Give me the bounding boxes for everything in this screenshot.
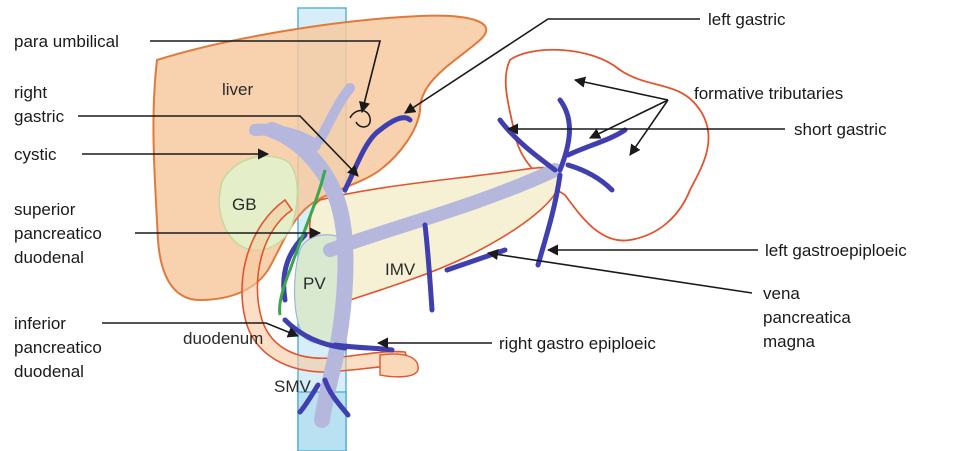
label-cystic: cystic bbox=[14, 145, 57, 164]
organ-label-liver: liver bbox=[222, 80, 254, 99]
organ-label-pv: PV bbox=[303, 274, 326, 293]
label-right-gastric-2: gastric bbox=[14, 107, 65, 126]
duodenum-tail bbox=[380, 354, 418, 377]
spleen-vein-branch-2 bbox=[568, 130, 625, 155]
label-superior-pd-3: duodenal bbox=[14, 248, 84, 267]
label-superior-pd-2: pancreatico bbox=[14, 224, 102, 243]
organ-label-smv: SMV bbox=[274, 377, 312, 396]
label-vena-pm-1: vena bbox=[763, 284, 800, 303]
label-inferior-pd-2: pancreatico bbox=[14, 338, 102, 357]
label-right-gastric-1: right bbox=[14, 83, 47, 102]
label-inferior-pd-1: inferior bbox=[14, 314, 66, 333]
label-superior-pd-1: superior bbox=[14, 200, 76, 219]
label-para-umbilical: para umbilical bbox=[14, 32, 119, 51]
organ-label-imv: IMV bbox=[385, 260, 416, 279]
organ-label-gb: GB bbox=[232, 195, 257, 214]
spleen-vein-branch-3 bbox=[568, 165, 612, 190]
label-left-gastric: left gastric bbox=[708, 10, 786, 29]
organ-label-duodenum: duodenum bbox=[183, 329, 263, 348]
pointer-formative-3 bbox=[630, 100, 668, 155]
label-inferior-pd-3: duodenal bbox=[14, 362, 84, 381]
label-formative-tributaries: formative tributaries bbox=[694, 84, 843, 103]
pointer-formative-2 bbox=[590, 100, 668, 138]
spleen-vein-branch-1 bbox=[560, 100, 569, 170]
label-vena-pm-2: pancreatica bbox=[763, 308, 851, 327]
pointer-vena-pm bbox=[488, 253, 752, 293]
label-left-gastroepiploeic: left gastroepiploeic bbox=[765, 241, 907, 260]
label-vena-pm-3: magna bbox=[763, 332, 816, 351]
label-right-gastro-epiploeic: right gastro epiploeic bbox=[499, 334, 656, 353]
label-short-gastric: short gastric bbox=[794, 120, 887, 139]
